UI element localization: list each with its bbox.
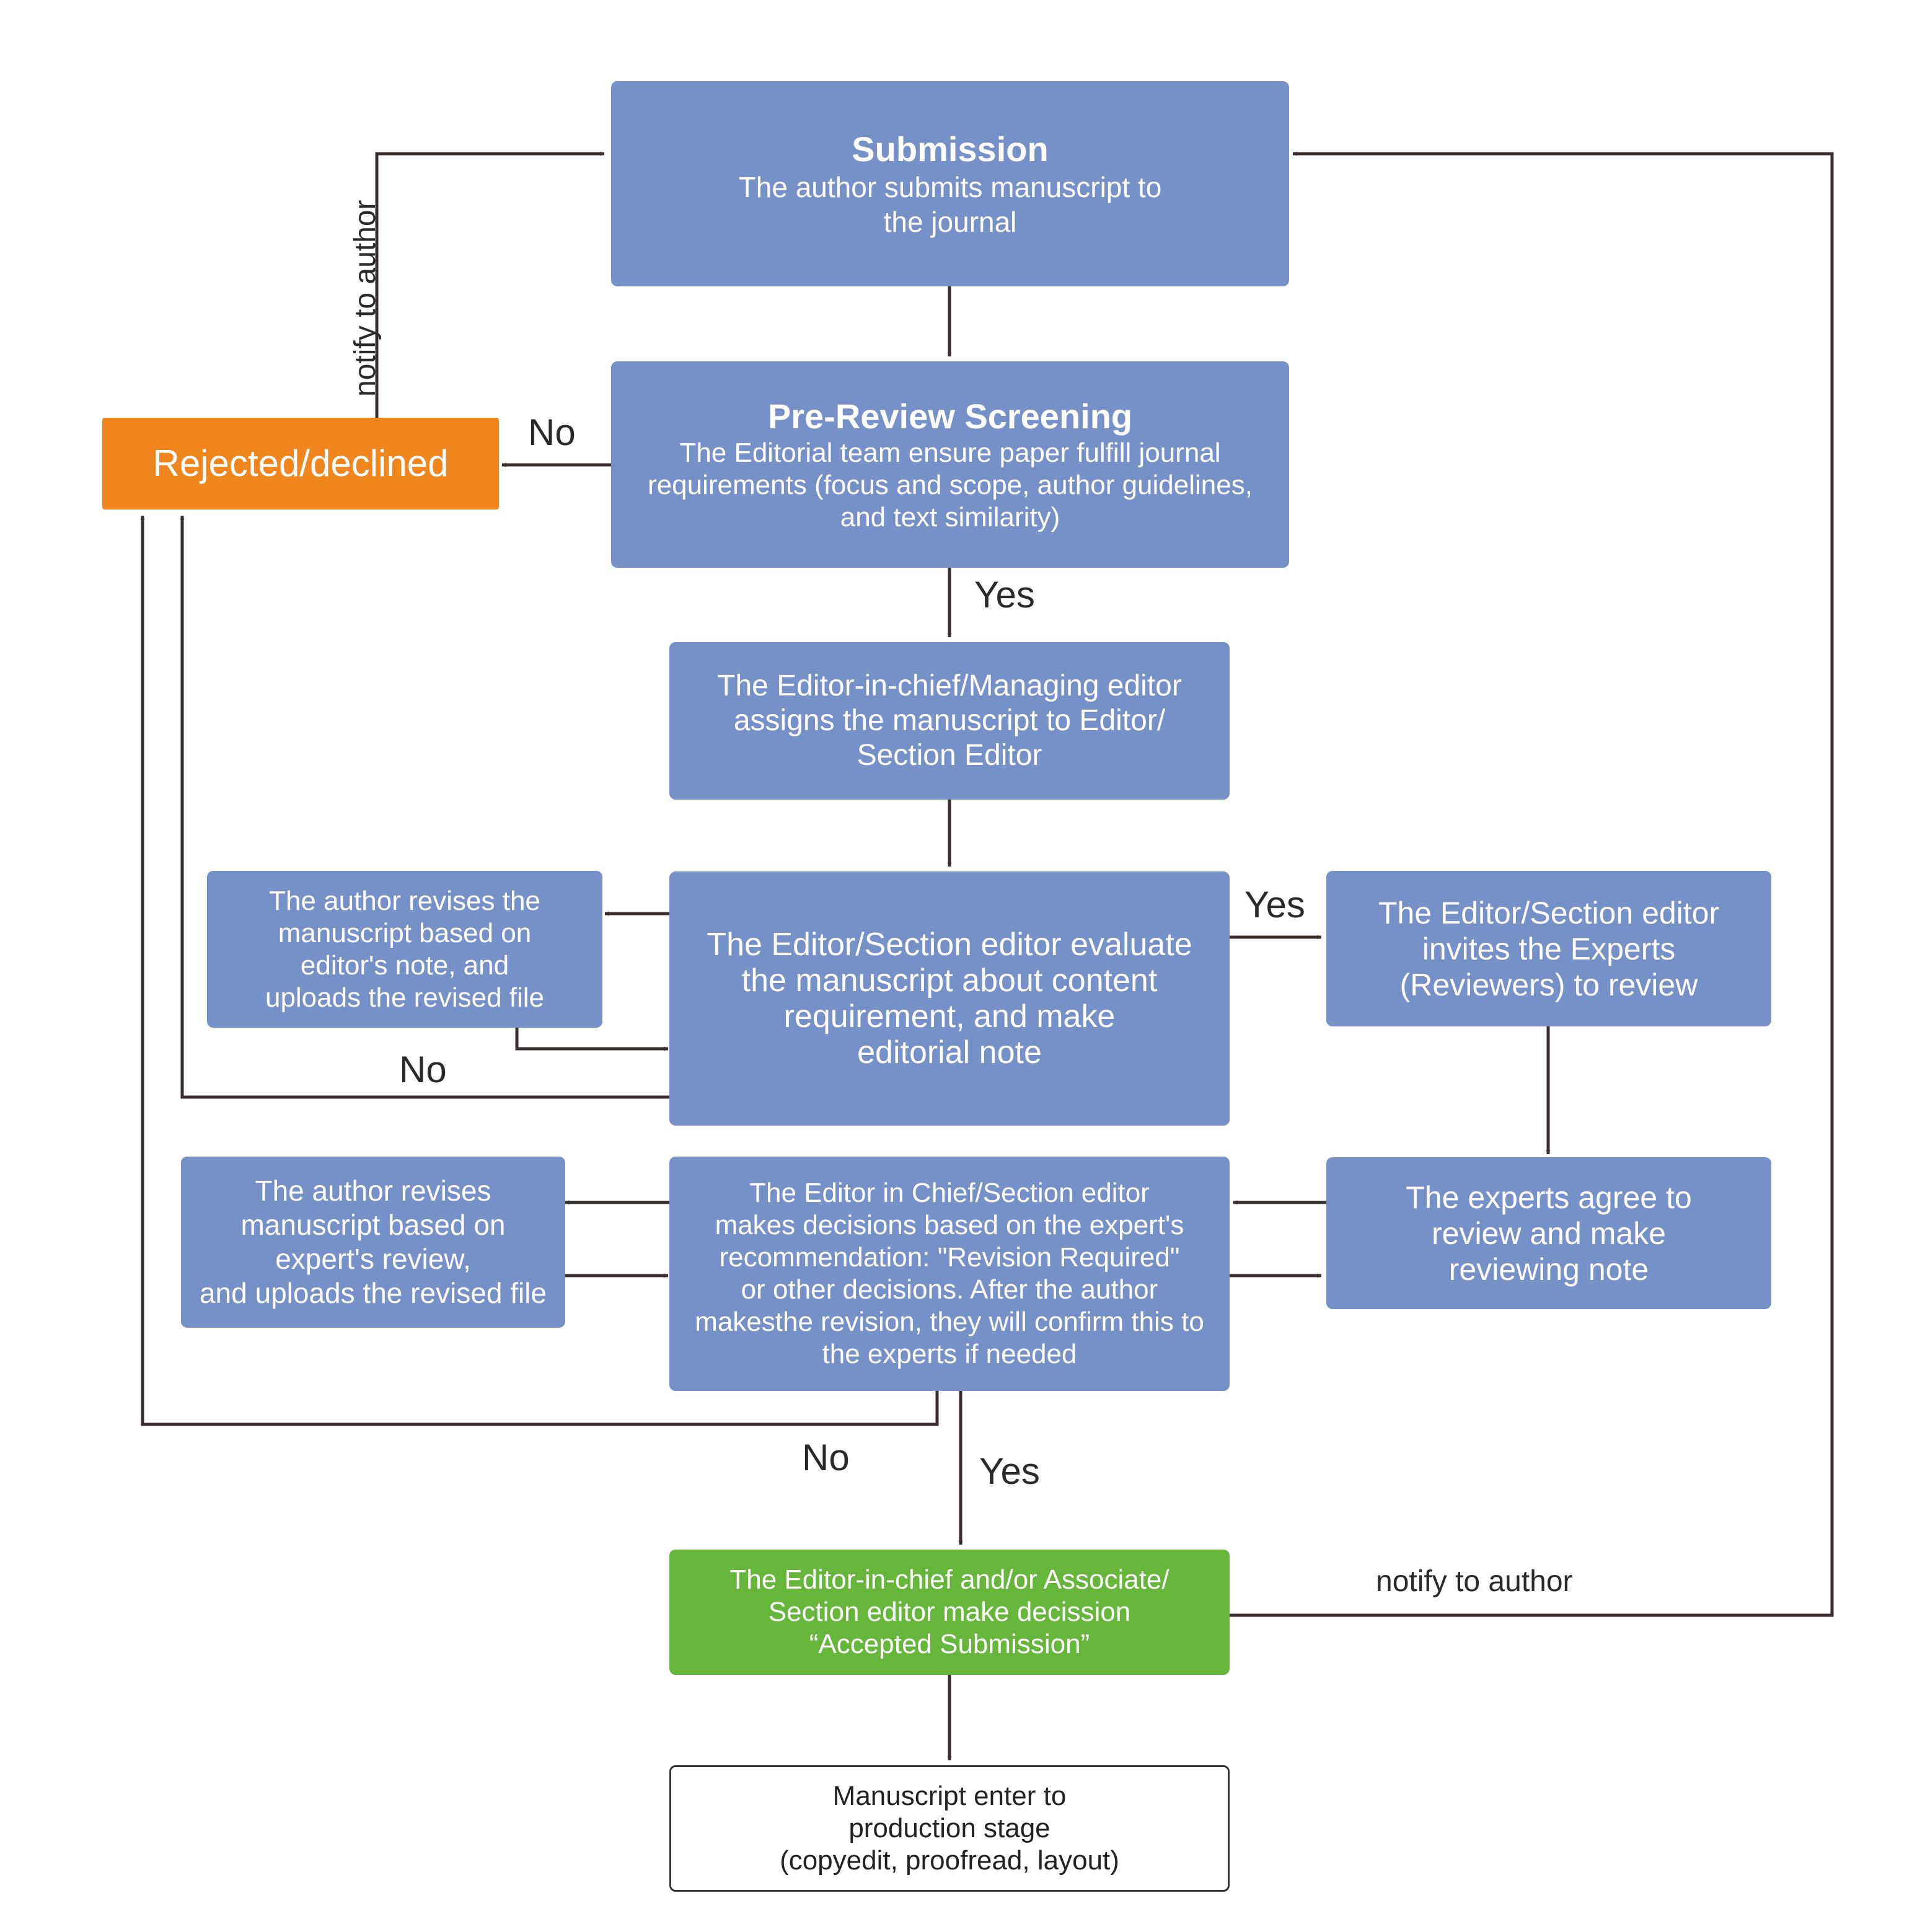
label-notify-rejected: notify to author: [349, 200, 382, 397]
pre-review-box: Pre-Review Screening The Editorial team …: [611, 361, 1289, 568]
arrow-author-revise-note-to-evaluate: [515, 1028, 669, 1051]
rejected-text: Rejected/declined: [152, 443, 449, 484]
author-revise-note-box: The author revises the manuscript based …: [207, 871, 602, 1028]
label-yes-decision: Yes: [979, 1450, 1040, 1492]
author-revise-review-box: The author revises manuscript based on e…: [181, 1157, 565, 1328]
arrow-evaluate-to-rejected: [180, 515, 669, 1099]
assign-box: The Editor-in-chief/Managing editor assi…: [669, 642, 1230, 800]
arrow-decision-to-rejected: [140, 515, 939, 1426]
arrow-accepted-to-submission: [1230, 151, 1834, 1617]
invite-experts-text: The Editor/Section editor invites the Ex…: [1378, 895, 1720, 1002]
rejected-box: Rejected/declined: [102, 418, 499, 509]
submission-box: Submission The author submits manuscript…: [611, 81, 1289, 286]
invite-experts-box: The Editor/Section editor invites the Ex…: [1326, 871, 1771, 1026]
label-yes-invite: Yes: [1244, 884, 1305, 925]
author-revise-review-text: The author revises manuscript based on e…: [199, 1175, 547, 1309]
decision-text: The Editor in Chief/Section editor makes…: [695, 1178, 1204, 1369]
arrow-rejected-to-submission: [375, 151, 605, 418]
accepted-text: The Editor-in-chief and/or Associate/ Se…: [729, 1564, 1170, 1659]
evaluate-box: The Editor/Section editor evaluate the m…: [669, 871, 1230, 1126]
assign-text: The Editor-in-chief/Managing editor assi…: [717, 669, 1182, 772]
submission-text: The author submits manuscript to the jou…: [738, 170, 1162, 238]
pre-review-title: Pre-Review Screening: [767, 396, 1133, 436]
label-yes-prereview: Yes: [974, 574, 1035, 615]
production-box: Manuscript enter to production stage (co…: [669, 1765, 1230, 1892]
submission-title: Submission: [852, 129, 1049, 169]
label-no-prereview: No: [528, 412, 576, 453]
evaluate-text: The Editor/Section editor evaluate the m…: [707, 927, 1192, 1070]
author-revise-note-text: The author revises the manuscript based …: [265, 885, 545, 1013]
experts-agree-box: The experts agree to review and make rev…: [1326, 1157, 1771, 1309]
accepted-box: The Editor-in-chief and/or Associate/ Se…: [669, 1550, 1230, 1675]
label-notify-accepted: notify to author: [1376, 1565, 1573, 1598]
decision-box: The Editor in Chief/Section editor makes…: [669, 1157, 1230, 1391]
experts-agree-text: The experts agree to review and make rev…: [1406, 1180, 1692, 1287]
label-no-evaluate: No: [399, 1049, 447, 1090]
production-text: Manuscript enter to production stage (co…: [780, 1781, 1119, 1876]
label-no-decision: No: [802, 1437, 850, 1478]
pre-review-text: The Editorial team ensure paper fulfill …: [648, 437, 1253, 532]
